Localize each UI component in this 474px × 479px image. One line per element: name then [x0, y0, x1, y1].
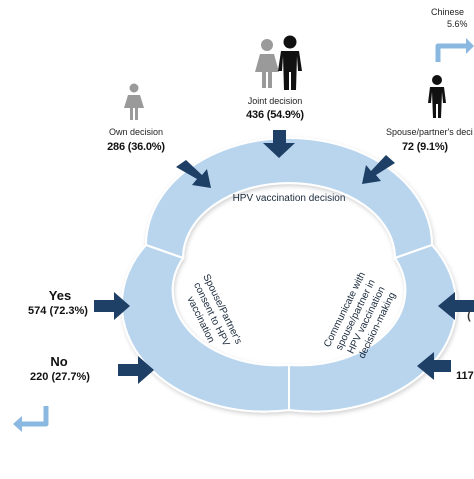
arrow-joint [263, 130, 295, 158]
chinese-value: 5.6% [447, 19, 468, 29]
arrow-spouse [362, 155, 395, 184]
own-decision-label: Own decision [108, 127, 164, 137]
ring-segment-top [144, 137, 434, 260]
male-figure-icon [428, 75, 446, 118]
right-partial-bottom: 117 [456, 370, 474, 382]
spouse-decision-label: Spouse/partner's deci [386, 128, 473, 137]
joint-decision-label: Joint decision [247, 96, 303, 106]
arrow-no [118, 356, 154, 384]
yes-label: Yes [48, 288, 72, 303]
right-partial-top: ( [467, 310, 471, 322]
callout-arrowhead-chinese [466, 38, 474, 54]
spouse-decision-value: 72 (9.1%) [402, 141, 448, 153]
female-figure-icon [255, 39, 279, 88]
joint-decision-value: 436 (54.9%) [246, 109, 304, 121]
callout-arrow-bottom-left [20, 406, 49, 427]
callout-arrowhead-bottom-left [13, 416, 22, 432]
female-figure-icon [124, 83, 144, 120]
chinese-label: Chinese [431, 8, 465, 17]
no-label: No [50, 354, 68, 369]
arrow-yes [94, 292, 130, 320]
yes-value: 574 (72.3%) [28, 305, 88, 317]
male-figure-icon [278, 35, 302, 90]
ring-title: HPV vaccination decision [232, 193, 346, 204]
callout-arrow-chinese [435, 43, 470, 62]
arrow-right-bottom [417, 352, 451, 380]
ring-segment-right [288, 243, 458, 413]
decision-ring [120, 137, 458, 413]
arrow-right-top [438, 292, 474, 320]
own-decision-value: 286 (36.0%) [107, 141, 165, 153]
ring-segment-left [120, 243, 290, 413]
arrow-own [176, 160, 211, 188]
no-value: 220 (27.7%) [30, 371, 90, 383]
